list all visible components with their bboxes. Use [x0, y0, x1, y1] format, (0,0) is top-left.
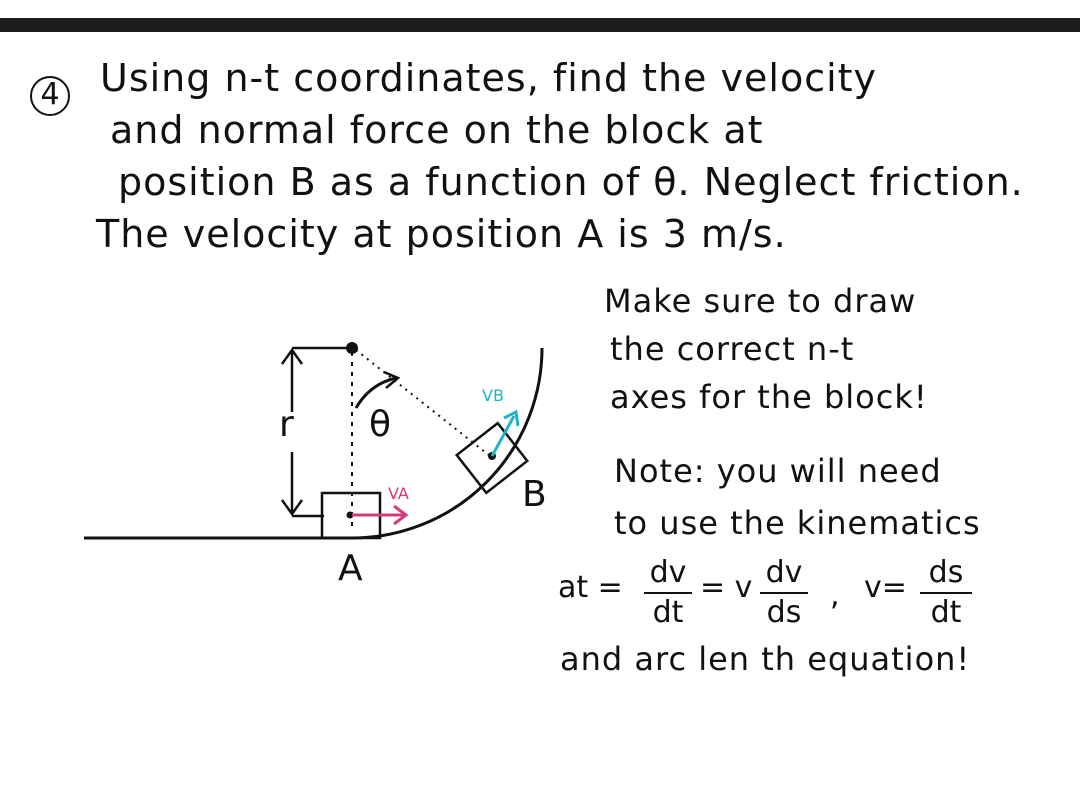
vb-arrowhead: [503, 409, 520, 427]
note-line-1: Note: you will need: [614, 452, 942, 490]
r-up-arrowhead: [280, 347, 304, 365]
frac-ds-dt-den: dt: [930, 595, 962, 630]
frac-ds-dt-num: ds: [928, 555, 964, 590]
frac-dv-ds: dv ds: [760, 556, 808, 630]
frac-dv-dt-bar: [644, 592, 692, 594]
label-va: VA: [388, 484, 409, 503]
label-r: r: [279, 404, 294, 445]
problem-line-1: Using n-t coordinates, find the velocity: [100, 56, 878, 100]
frac-dv-ds-bar: [760, 592, 808, 594]
make-sure-line-3: axes for the block!: [610, 378, 928, 416]
top-bar: [0, 18, 1080, 32]
problem-line-4: The velocity at position A is 3 m/s.: [96, 212, 787, 256]
frac-dv-dt: dv dt: [644, 556, 692, 630]
eq-v: v=: [864, 570, 907, 605]
label-vb: VB: [482, 386, 504, 405]
va-arrowhead: [393, 504, 409, 526]
frac-dv-ds-den: ds: [766, 595, 802, 630]
block-b: [454, 421, 530, 495]
theta-arc: [354, 376, 397, 409]
label-theta: θ: [369, 404, 392, 445]
curved-track: [351, 347, 544, 540]
vb-arrow: [490, 415, 516, 457]
final-line: and arc len th equation!: [560, 640, 971, 678]
make-sure-line-2: the correct n-t: [610, 330, 855, 368]
make-sure-line-1: Make sure to draw: [604, 282, 917, 320]
r-down-arrowhead: [280, 499, 304, 517]
problem-line-2: and normal force on the block at: [110, 108, 764, 152]
frac-dv-dt-num: dv: [649, 555, 687, 590]
problem-line-3: position B as a function of θ. Neglect f…: [118, 160, 1024, 204]
center-point: [346, 342, 358, 354]
theta-arrowhead: [383, 370, 401, 389]
note-line-2: to use the kinematics: [614, 504, 981, 542]
block-a-dot: [346, 511, 354, 519]
eq-equals-v: = v: [700, 570, 753, 605]
frac-ds-dt: ds dt: [920, 556, 972, 630]
frac-dv-dt-den: dt: [652, 595, 684, 630]
eq-at: at =: [558, 570, 623, 605]
radius-dotted-line: [355, 349, 491, 457]
label-a: A: [338, 548, 363, 589]
problem-number: 4: [30, 76, 70, 116]
eq-comma: ,: [830, 578, 840, 613]
frac-ds-dt-bar: [920, 592, 972, 594]
frac-dv-ds-num: dv: [765, 555, 803, 590]
label-b: B: [522, 474, 547, 515]
